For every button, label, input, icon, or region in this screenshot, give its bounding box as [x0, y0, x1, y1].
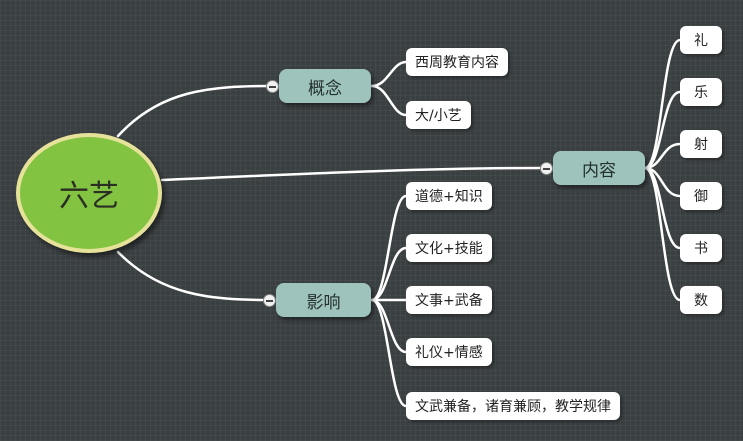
leaf-label: 文武兼备，诸育兼顾，教学规律	[415, 399, 611, 415]
leaf-label: 道德+知识	[415, 189, 483, 205]
leaf-label: 射	[694, 137, 708, 153]
branch-concept-label: 概念	[308, 78, 342, 99]
branch-content-label: 内容	[582, 160, 616, 181]
branch-concept[interactable]: 概念	[279, 69, 371, 103]
root-node[interactable]: 六艺	[16, 133, 162, 253]
leaf-influence-0[interactable]: 道德+知识	[406, 182, 492, 210]
branch-content[interactable]: 内容	[553, 151, 645, 185]
leaf-label: 礼仪+情感	[415, 345, 483, 361]
leaf-concept-1[interactable]: 大/小艺	[406, 101, 471, 129]
leaf-influence-4[interactable]: 文武兼备，诸育兼顾，教学规律	[406, 392, 620, 420]
leaf-label: 西周教育内容	[415, 55, 499, 71]
leaf-content-5[interactable]: 数	[680, 286, 722, 314]
leaf-label: 书	[694, 241, 708, 257]
leaf-label: 乐	[694, 85, 708, 101]
leaf-label: 礼	[694, 33, 708, 49]
leaf-concept-0[interactable]: 西周教育内容	[406, 48, 508, 76]
collapse-toggle-concept[interactable]	[266, 80, 279, 93]
leaf-influence-2[interactable]: 文事+武备	[406, 286, 492, 314]
leaf-content-2[interactable]: 射	[680, 130, 722, 158]
leaf-content-3[interactable]: 御	[680, 182, 722, 210]
leaf-content-1[interactable]: 乐	[680, 78, 722, 106]
root-label: 六艺	[59, 179, 119, 214]
branch-influence[interactable]: 影响	[276, 283, 371, 317]
leaf-influence-3[interactable]: 礼仪+情感	[406, 338, 492, 366]
leaf-label: 文事+武备	[415, 293, 483, 309]
leaf-label: 数	[694, 293, 708, 309]
leaf-influence-1[interactable]: 文化+技能	[406, 234, 492, 262]
leaf-label: 御	[694, 189, 708, 205]
leaf-content-4[interactable]: 书	[680, 234, 722, 262]
branch-influence-label: 影响	[306, 292, 341, 313]
leaf-label: 文化+技能	[415, 241, 483, 257]
collapse-toggle-content[interactable]	[540, 162, 553, 175]
leaf-content-0[interactable]: 礼	[680, 26, 722, 54]
leaf-label: 大/小艺	[415, 108, 462, 124]
collapse-toggle-influence[interactable]	[263, 294, 276, 307]
